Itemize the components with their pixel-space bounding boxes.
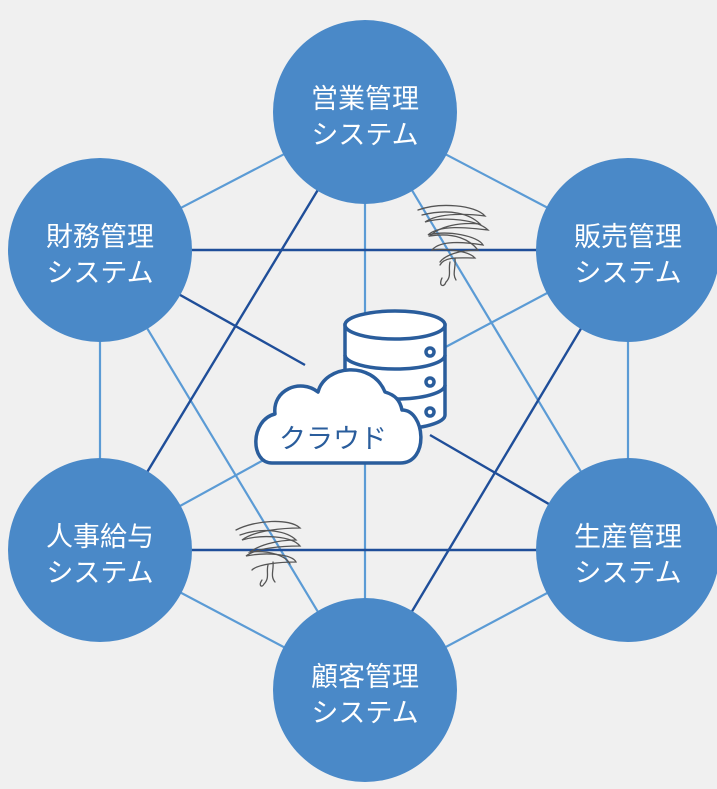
system-node-label-line1: 人事給与 — [46, 522, 154, 553]
system-node-circle — [8, 158, 192, 342]
system-node-label-line2: システム — [46, 258, 153, 289]
system-node-label-line2: システム — [574, 258, 681, 289]
tangled-scribble-icon — [235, 520, 302, 587]
system-node-label-line1: 営業管理 — [311, 84, 419, 115]
system-node-label-line1: 財務管理 — [46, 222, 154, 253]
system-node-circle — [536, 458, 717, 642]
system-node-circle — [273, 598, 457, 782]
cloud-icon: クラウド — [254, 368, 423, 465]
system-nodes: 営業管理システム販売管理システム生産管理システム顧客管理システム人事給与システム… — [8, 20, 717, 782]
system-node-circle — [273, 20, 457, 204]
system-node-label-line2: システム — [574, 558, 681, 589]
system-node-label-line2: システム — [311, 698, 418, 729]
tangled-scribble-icon — [417, 204, 490, 287]
system-node-label-line1: 販売管理 — [574, 222, 682, 253]
cloud-label: クラウド — [279, 424, 387, 455]
system-node-label-line1: 顧客管理 — [311, 662, 419, 693]
system-node-label-line1: 生産管理 — [574, 522, 682, 553]
system-node-circle — [536, 158, 717, 342]
system-node-label-line2: システム — [46, 558, 153, 589]
system-node-label-line2: システム — [311, 120, 418, 151]
system-node-circle — [8, 458, 192, 642]
